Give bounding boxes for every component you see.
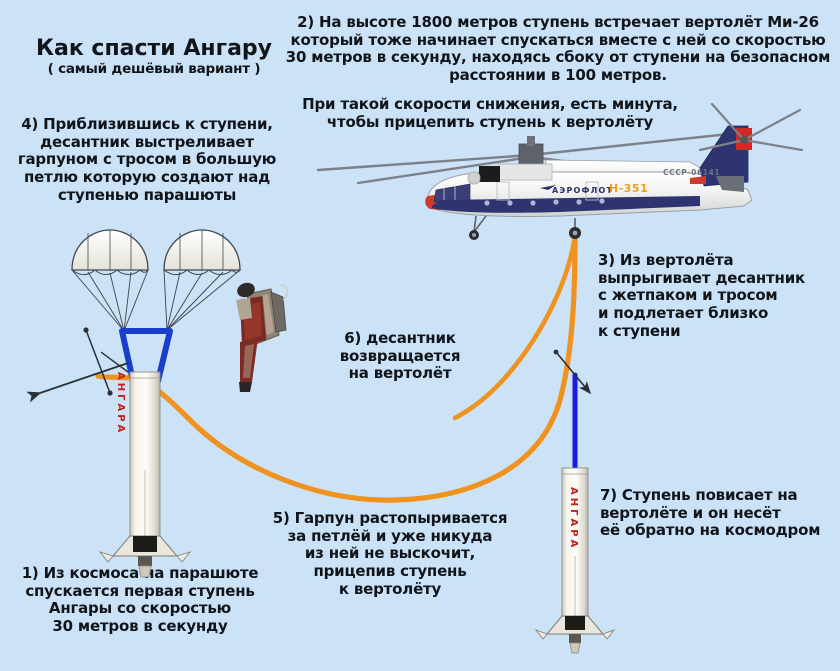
step-2-text: 2) На высоте 1800 метров ступень встреча…	[285, 13, 831, 85]
harpoon-icon	[26, 327, 129, 403]
step-7-text: 7) Ступень повисает на вертолёте и он не…	[600, 486, 821, 540]
helicopter-registration-text: СССР-06141	[663, 168, 721, 177]
helicopter-icon	[316, 102, 804, 240]
page-title: Как спасти Ангару	[35, 36, 273, 61]
helicopter-airline-text: АЭРОФЛОТ	[552, 186, 614, 195]
step-6-text: 6) десантник возвращается на вертолёт	[339, 329, 461, 383]
step-2-note-text: При такой скорости снижения, есть минута…	[302, 95, 678, 131]
page-subtitle: ( самый дешёвый вариант )	[47, 61, 261, 77]
helicopter-side-number-text: Н-351	[609, 182, 649, 195]
rocket-left-name: АНГАРА	[115, 372, 126, 436]
parachute-icon	[71, 229, 241, 332]
orange-cable-icon	[95, 234, 578, 503]
step-1-text: 1) Из космоса на парашюте спускается пер…	[21, 564, 259, 636]
rocket-right-name: АНГАРА	[568, 487, 579, 551]
rocket-stage-left-icon	[98, 371, 192, 578]
jetpack-soldier-icon	[236, 282, 288, 392]
rocket-stage-right-icon	[534, 467, 616, 654]
harpoon-right-icon	[553, 349, 592, 395]
step-4-text: 4) Приблизившись к ступени, десантник вы…	[17, 115, 277, 204]
step-3-text: 3) Из вертолёта выпрыгивает десантник с …	[598, 251, 805, 340]
step-5-text: 5) Гарпун растопыривается за петлёй и уж…	[272, 509, 508, 598]
